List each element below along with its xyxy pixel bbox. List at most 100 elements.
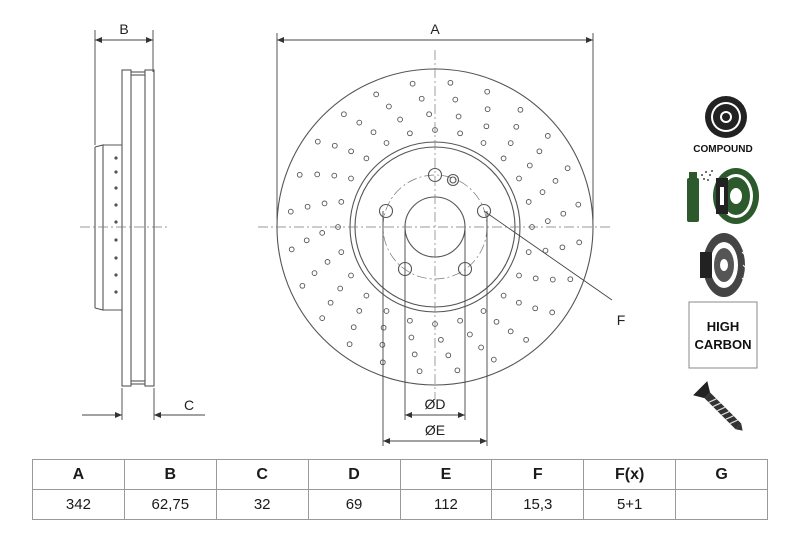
drill-hole bbox=[467, 331, 473, 338]
fixing-screw-icon bbox=[693, 381, 743, 431]
drill-hole bbox=[416, 368, 423, 375]
drill-hole bbox=[341, 111, 347, 118]
drill-hole bbox=[525, 199, 532, 205]
drill-hole bbox=[484, 106, 491, 113]
specification-table: A B C D E F F(x) G 342 62,75 32 69 112 1… bbox=[32, 459, 768, 520]
drill-hole bbox=[544, 133, 551, 139]
cross-drilled-holes bbox=[287, 79, 583, 375]
drill-hole bbox=[567, 276, 574, 283]
drill-hole bbox=[373, 91, 380, 98]
spec-header-c: C bbox=[215, 459, 309, 490]
drill-hole bbox=[321, 200, 328, 207]
drill-hole bbox=[383, 308, 390, 314]
drill-hole bbox=[507, 140, 514, 146]
drill-hole bbox=[338, 199, 345, 205]
drill-hole bbox=[507, 328, 514, 335]
drill-hole bbox=[490, 356, 497, 363]
drill-hole bbox=[454, 367, 461, 374]
drill-hole bbox=[314, 171, 321, 178]
drill-hole bbox=[493, 318, 500, 325]
drill-hole bbox=[478, 344, 484, 351]
disc-side-view: B C bbox=[80, 21, 205, 420]
compound-disc-icon: COMPOUND bbox=[693, 96, 753, 155]
drill-hole bbox=[532, 305, 539, 312]
spec-header-e: E bbox=[399, 459, 493, 490]
drill-hole bbox=[516, 175, 522, 182]
drill-hole bbox=[539, 189, 546, 195]
drill-hole bbox=[418, 95, 425, 102]
spec-value-g bbox=[675, 489, 768, 520]
coated-disc-spray-icon bbox=[687, 168, 759, 224]
high-carbon-line2: CARBON bbox=[694, 337, 751, 352]
drill-hole bbox=[407, 317, 413, 324]
drill-hole bbox=[513, 123, 520, 130]
dim-label-c: C bbox=[184, 397, 194, 413]
drill-hole bbox=[348, 272, 354, 279]
drill-hole bbox=[445, 352, 452, 359]
drill-hole bbox=[536, 148, 543, 155]
drill-hole bbox=[331, 172, 338, 179]
dim-label-b: B bbox=[119, 21, 128, 37]
dim-label-f: F bbox=[617, 312, 626, 328]
spec-value-d: 69 bbox=[307, 489, 401, 520]
drill-hole bbox=[324, 259, 331, 265]
drill-hole bbox=[327, 299, 334, 306]
spec-value-e: 112 bbox=[399, 489, 493, 520]
drill-hole bbox=[311, 270, 318, 276]
drill-hole bbox=[288, 246, 295, 253]
high-carbon-badge: HIGH CARBON bbox=[688, 301, 758, 369]
drill-hole bbox=[575, 201, 582, 208]
drill-hole bbox=[455, 113, 462, 120]
drill-hole bbox=[526, 162, 533, 169]
drill-hole bbox=[319, 230, 326, 236]
drill-hole bbox=[457, 130, 463, 137]
drill-hole bbox=[338, 249, 345, 255]
dim-label-d: ØD bbox=[425, 396, 446, 412]
drill-hole bbox=[397, 116, 403, 123]
drill-hole bbox=[559, 244, 566, 251]
compound-label: COMPOUND bbox=[693, 144, 752, 155]
dim-label-e: ØE bbox=[425, 422, 445, 438]
drill-hole bbox=[287, 208, 294, 215]
drill-hole bbox=[452, 96, 459, 103]
drill-hole bbox=[383, 140, 390, 146]
spec-header-a: A bbox=[32, 459, 125, 490]
spec-header-f: F bbox=[491, 459, 585, 490]
drill-hole bbox=[314, 138, 321, 145]
spec-header-g: G bbox=[675, 459, 768, 490]
drill-hole bbox=[500, 155, 507, 162]
drill-hole bbox=[363, 292, 370, 299]
drill-hole bbox=[564, 165, 571, 172]
spec-header-b: B bbox=[123, 459, 217, 490]
drill-hole bbox=[549, 276, 556, 283]
spec-header-fx: F(x) bbox=[583, 459, 677, 490]
spec-value-a: 342 bbox=[32, 489, 125, 520]
drill-hole bbox=[356, 119, 363, 126]
spec-value-row: 342 62,75 32 69 112 15,3 5+1 bbox=[32, 489, 768, 520]
drill-hole bbox=[350, 324, 357, 331]
drill-hole bbox=[500, 292, 507, 299]
drill-hole bbox=[331, 142, 338, 149]
drill-hole bbox=[552, 178, 559, 184]
drill-hole bbox=[386, 103, 392, 110]
drill-hole bbox=[484, 88, 491, 95]
drill-hole bbox=[516, 272, 522, 279]
drill-hole bbox=[483, 123, 490, 130]
dim-label-a: A bbox=[430, 21, 440, 37]
drill-hole bbox=[304, 203, 311, 210]
spec-value-fx: 5+1 bbox=[583, 489, 677, 520]
spec-header-row: A B C D E F F(x) G bbox=[32, 459, 768, 490]
drill-hole bbox=[363, 155, 370, 162]
drill-hole bbox=[426, 111, 432, 118]
drill-hole bbox=[348, 175, 354, 182]
drill-hole bbox=[516, 299, 522, 306]
side-view-hole-marks bbox=[114, 156, 118, 294]
drill-hole bbox=[348, 148, 354, 155]
high-carbon-line1: HIGH bbox=[707, 319, 740, 334]
drill-hole bbox=[532, 275, 539, 282]
drill-hole bbox=[480, 140, 487, 146]
drill-hole bbox=[523, 336, 529, 343]
drill-hole bbox=[319, 315, 326, 321]
drill-hole bbox=[346, 341, 353, 348]
